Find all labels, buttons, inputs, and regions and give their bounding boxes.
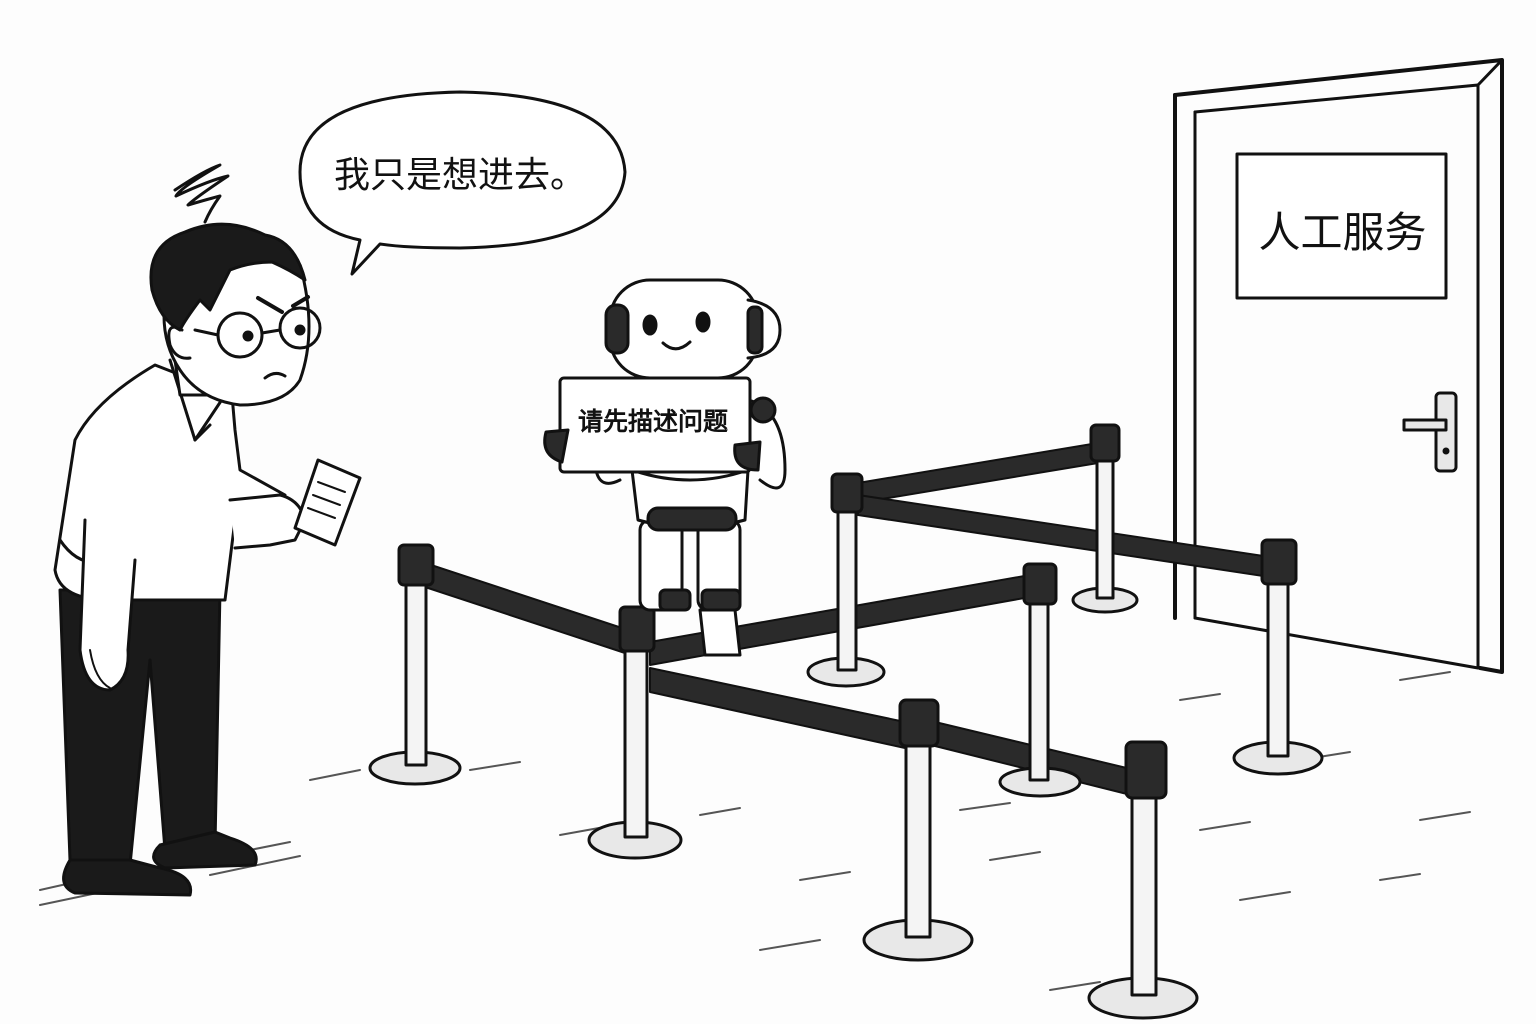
robot-sign: [558, 376, 752, 474]
robot-legs: [638, 518, 742, 657]
stanchion-8: [1087, 740, 1199, 1020]
stanchion-6: [587, 605, 683, 860]
right-shoe: [152, 830, 258, 870]
floor-hatching: [39, 671, 1471, 991]
speech-bubble-text: 我只是想进去。: [333, 155, 586, 196]
door-handle-icon: [1402, 391, 1458, 473]
belt-1: [424, 562, 629, 655]
man: [53, 222, 362, 897]
stanchion-7: [862, 698, 974, 962]
robot: [543, 278, 787, 657]
scribble-icon: [173, 163, 230, 224]
man-hair: [149, 222, 307, 332]
stanchion-1: [368, 543, 462, 786]
door-sign-text: 人工服务: [1258, 208, 1427, 257]
speech-bubble: [298, 90, 627, 276]
door: [1173, 58, 1504, 674]
left-shoe: [62, 858, 193, 897]
stanchion-2: [806, 472, 886, 688]
stanchion-3: [1071, 423, 1139, 614]
robot-sign-text: 请先描述问题: [577, 407, 728, 436]
stanchions: [368, 423, 1324, 1020]
robot-head: [604, 278, 782, 380]
stanchion-4: [998, 562, 1082, 798]
glasses-icon: [193, 306, 322, 359]
door-sign: [1235, 152, 1448, 300]
paper-note: [293, 458, 362, 547]
robot-waist: [646, 506, 738, 532]
belt-3: [857, 442, 1099, 504]
stanchion-5: [1232, 538, 1324, 776]
robot-hands: [543, 428, 762, 472]
